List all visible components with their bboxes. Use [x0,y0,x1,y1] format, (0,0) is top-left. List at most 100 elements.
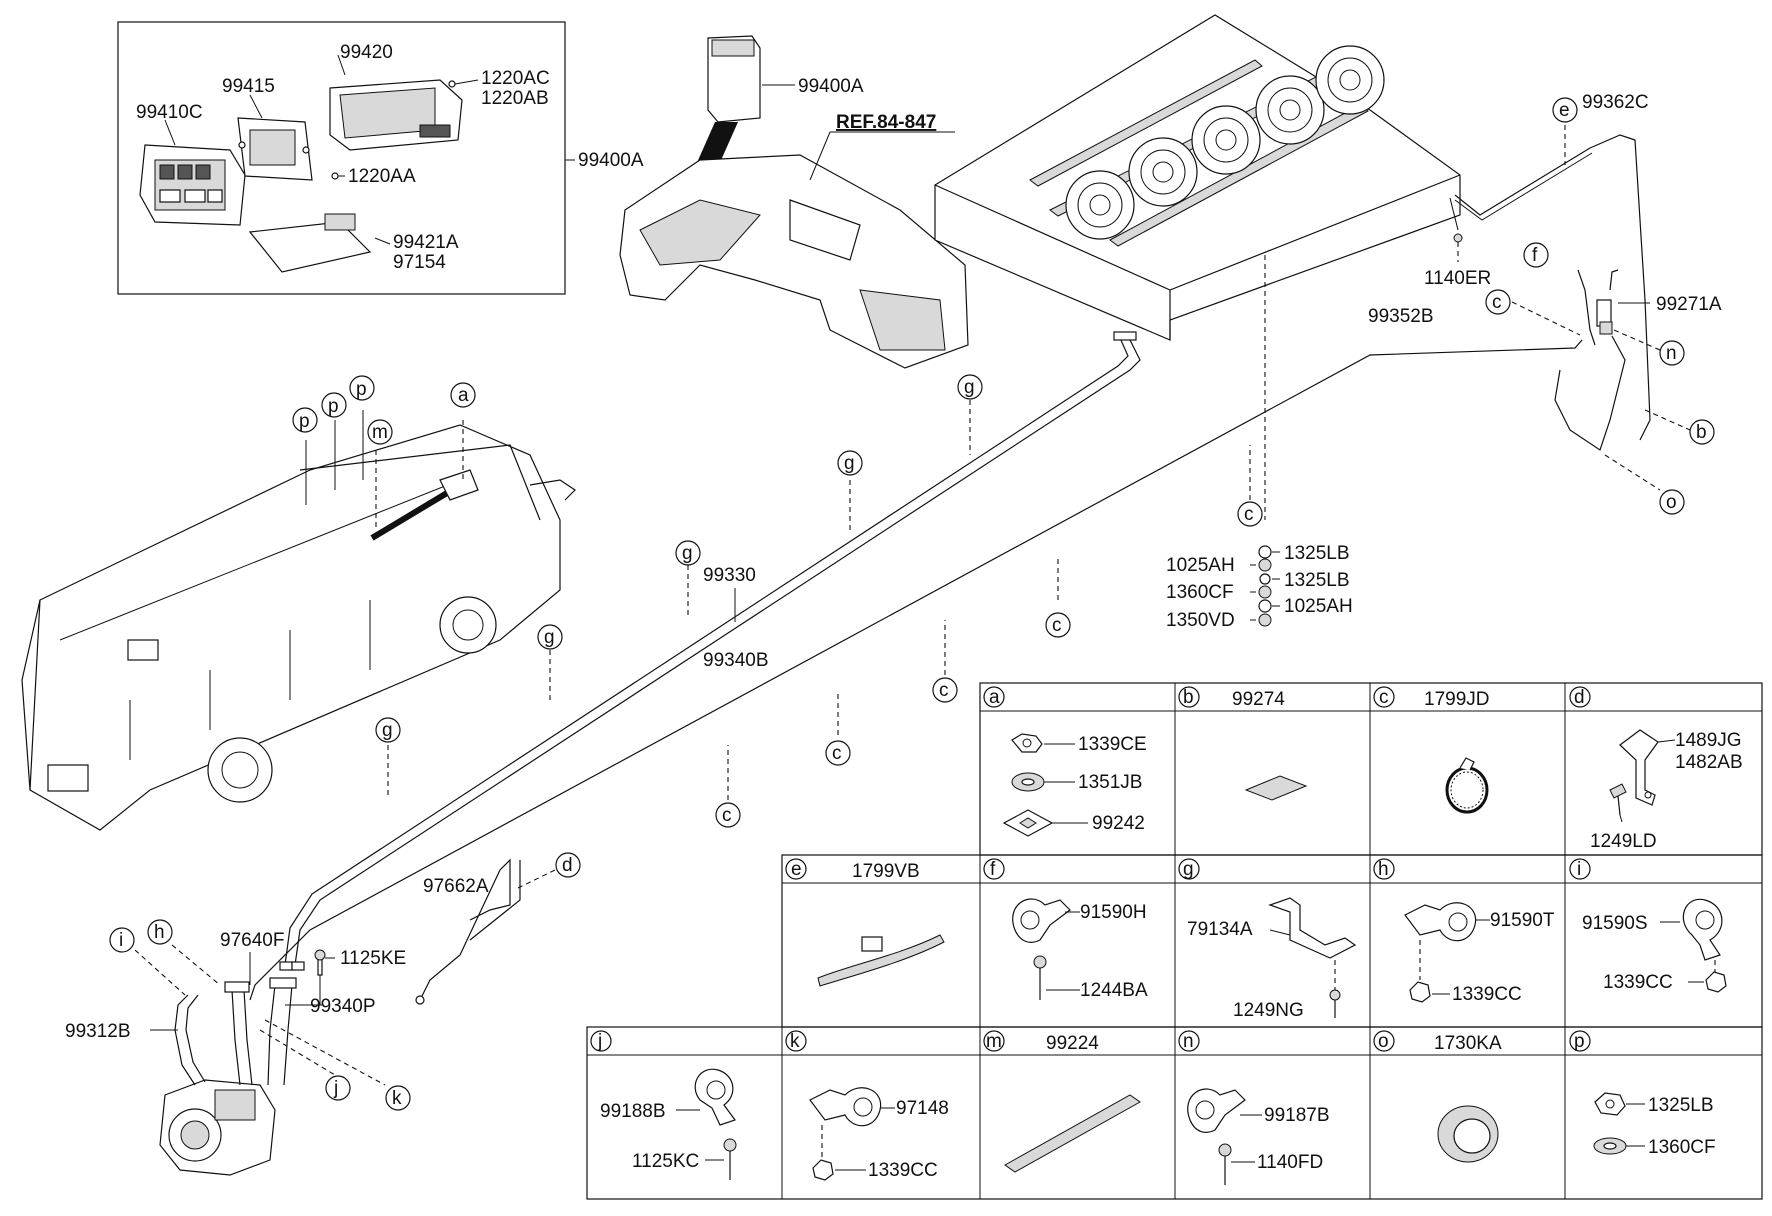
ac-fans [1065,45,1385,240]
hose-99312B [174,994,196,1086]
letter-c-6: c [1485,289,1511,315]
diagonal-hoses: 99330 99340B [279,331,1251,971]
svg-text:g: g [382,720,393,741]
letter-c-2: c [1045,612,1071,638]
part-91590T: 91590T [1490,910,1555,931]
screw-1220AC [448,80,456,88]
letter-h: h [147,919,173,945]
pipe-99352B [249,339,1583,1001]
table-cell-c: c 1799JD [1373,686,1490,814]
hose-97640F [231,989,241,1086]
part-97148: 97148 [896,1098,949,1119]
part-1360CF: 1360CF [1648,1137,1716,1158]
cell-e-title: 1799VB [852,861,920,882]
label-1025AH-a: 1025AH [1166,555,1235,576]
label-1140ER: 1140ER [1424,268,1491,289]
part-1244BA: 1244BA [1080,980,1148,1001]
svg-text:p: p [1574,1031,1585,1052]
label-99312B: 99312B [65,1021,131,1042]
clamp-91590T [1404,902,1477,942]
letter-p-3: p [349,375,375,401]
letter-o: o [1659,489,1685,515]
letter-g-1: g [957,374,983,400]
clamp-99188B [694,1068,736,1126]
bolt-1125KE [314,949,326,961]
part-1339CC-h: 1339CC [1452,984,1522,1005]
svg-text:h: h [154,922,165,943]
table-cell-e: e 1799VB [785,858,945,987]
letter-g-4: g [537,624,563,650]
label-99410C: 99410C [136,102,203,123]
strip-99224 [1004,1094,1141,1173]
svg-text:n: n [1183,1031,1194,1052]
letter-p-2: p [321,392,347,418]
hose-99340B [284,337,1129,966]
nut-1339CC-k [812,1159,834,1181]
table-cell-d: d 1489JG 1482AB 1249LD [1569,686,1743,852]
hose-99330 [294,339,1141,966]
svg-text:c: c [1492,292,1502,313]
compressor-assembly: 97662A 1125KE 99340P 97640F 99312B [65,858,556,1176]
label-1025AH-b: 1025AH [1284,596,1353,617]
part-1351JB: 1351JB [1078,772,1142,793]
clamp-91590S [1682,898,1723,961]
letter-a: a [450,382,476,408]
letter-b: b [1689,419,1715,445]
letter-c-3: c [932,677,958,703]
label-99340B: 99340B [703,650,769,671]
letter-k: k [385,1085,411,1111]
svg-text:i: i [1577,859,1581,880]
housing-99420 [329,79,463,151]
part-91590S: 91590S [1582,913,1648,934]
clamp-99187B [1187,1088,1246,1133]
bolt-1244BA [1033,955,1047,969]
ref-label: REF.84-847 [836,112,936,133]
part-1489JG: 1489JG [1675,730,1742,751]
svg-text:j: j [333,1078,338,1099]
svg-text:p: p [299,411,310,432]
clamp-91590H [1012,898,1071,943]
table-cell-a: a 1339CE 1351JB 99242 [983,686,1147,837]
pad-99274 [1244,775,1308,801]
module-99400A [707,35,761,123]
svg-text:n: n [1666,343,1677,364]
label-99340P: 99340P [310,996,376,1017]
table-cell-o: o 1730KA [1373,1030,1502,1163]
bracket-99415 [237,117,313,181]
fastener-stack: 1325LB 1025AH 1325LB 1360CF 1025AH 1350V… [1166,543,1353,631]
bracket-1489JG [1619,729,1659,806]
part-1339CC-k: 1339CC [868,1160,938,1181]
svg-text:g: g [844,453,855,474]
bolt-1249LD [1609,783,1627,799]
part-1249LD: 1249LD [1590,831,1657,852]
table-cell-p: p 1325LB 1360CF [1569,1030,1716,1158]
svg-text:b: b [1696,422,1707,443]
svg-text:g: g [964,377,975,398]
cable-tie-1799VB [817,934,945,987]
svg-text:o: o [1666,492,1677,513]
board-99421A [248,213,372,273]
svg-text:j: j [597,1031,602,1052]
letter-p-1: p [292,407,318,433]
label-99362C: 99362C [1582,92,1649,113]
clamp-1799JD [1445,766,1489,814]
table-cell-i: i 91590S 1339CC [1569,858,1727,993]
dashboard-assembly: 99400A REF.84-847 [619,35,969,369]
part-79134A: 79134A [1187,919,1253,940]
svg-text:g: g [544,627,555,648]
svg-text:c: c [832,743,842,764]
label-1125KE: 1125KE [340,948,406,969]
bolt-1140FD [1218,1143,1232,1157]
letter-c-5: c [715,802,741,828]
label-99352B: 99352B [1368,306,1434,327]
roof-strip-m [370,487,454,541]
cell-o-title: 1730KA [1434,1033,1502,1054]
part-99242: 99242 [1092,813,1145,834]
svg-text:c: c [1379,687,1389,708]
letter-n: n [1659,340,1685,366]
svg-text:i: i [119,930,123,951]
clamp-97148 [809,1087,882,1127]
parts-table: a 1339CE 1351JB 99242 b 99274 c 1799JD [586,682,1763,1200]
